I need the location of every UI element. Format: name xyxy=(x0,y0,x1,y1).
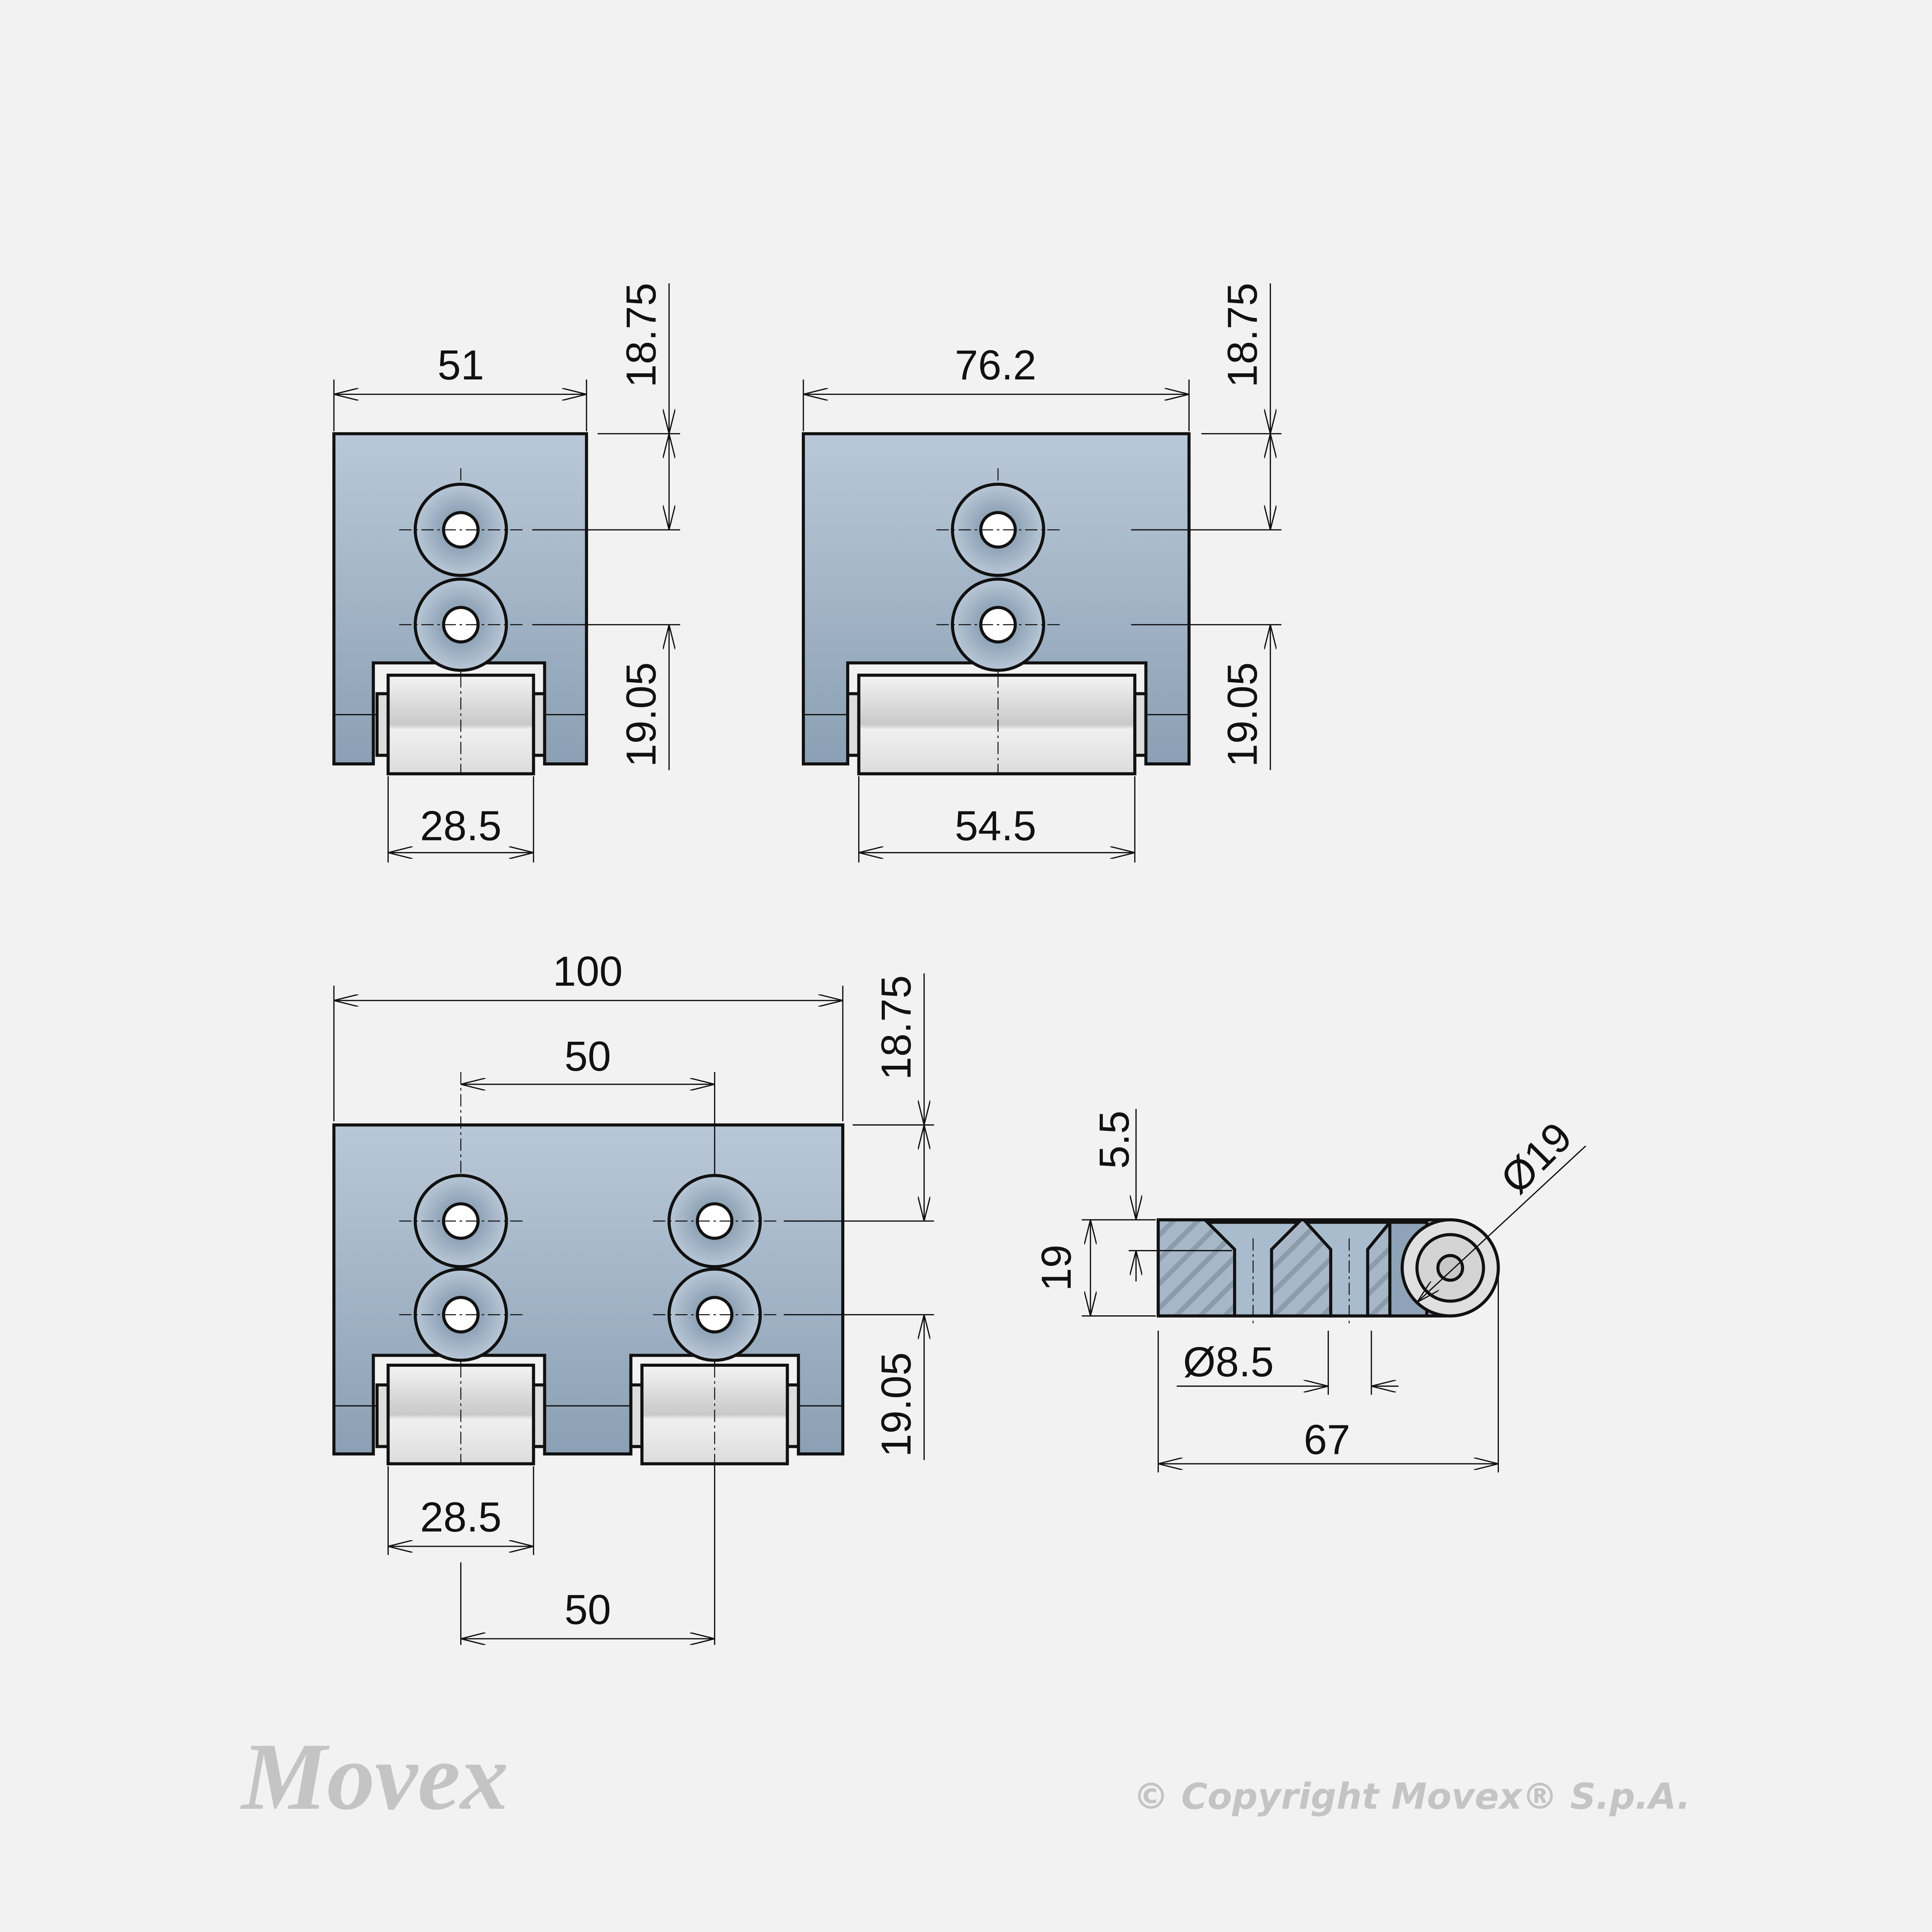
copyright-text: © Copyright Movex® S.p.A. xyxy=(1133,1776,1690,1817)
dim-hole-diameter: Ø8.5 xyxy=(1183,1338,1274,1385)
dim-roller: 54.5 xyxy=(955,803,1036,849)
dim-top: 18.75 xyxy=(1219,283,1266,388)
dim-top: 18.75 xyxy=(873,975,920,1080)
dim-roller: 28.5 xyxy=(420,803,502,849)
dim-bottom: 19.05 xyxy=(873,1352,920,1457)
roller xyxy=(857,673,1136,776)
dim-roller: 28.5 xyxy=(420,1494,502,1541)
dim-width: 76.2 xyxy=(955,342,1036,388)
dim-thickness: 19 xyxy=(1033,1245,1080,1291)
dim-width: 51 xyxy=(437,342,484,388)
dim-bottom: 19.05 xyxy=(1219,662,1266,767)
dim-roller-spacing: 50 xyxy=(565,1586,611,1633)
dim-top: 18.75 xyxy=(617,283,664,388)
dim-length: 67 xyxy=(1304,1416,1350,1463)
dim-bottom: 19.05 xyxy=(617,662,664,767)
hinge-view-100: 100 50 28.5 50 18.75 19.05 xyxy=(332,948,934,1645)
movex-logo: Movex xyxy=(240,1723,509,1830)
dim-width: 100 xyxy=(553,948,623,995)
hinge-side-view: 19 5.5 Ø8.5 67 Ø19 xyxy=(1033,1109,1587,1473)
dim-countersink: 5.5 xyxy=(1091,1111,1138,1169)
hinge-view-76: 76.2 54.5 18.75 19.05 xyxy=(802,283,1282,863)
hinge-view-51: 51 28.5 18.75 19.05 xyxy=(332,283,680,863)
dim-hole-spacing: 50 xyxy=(565,1033,611,1080)
